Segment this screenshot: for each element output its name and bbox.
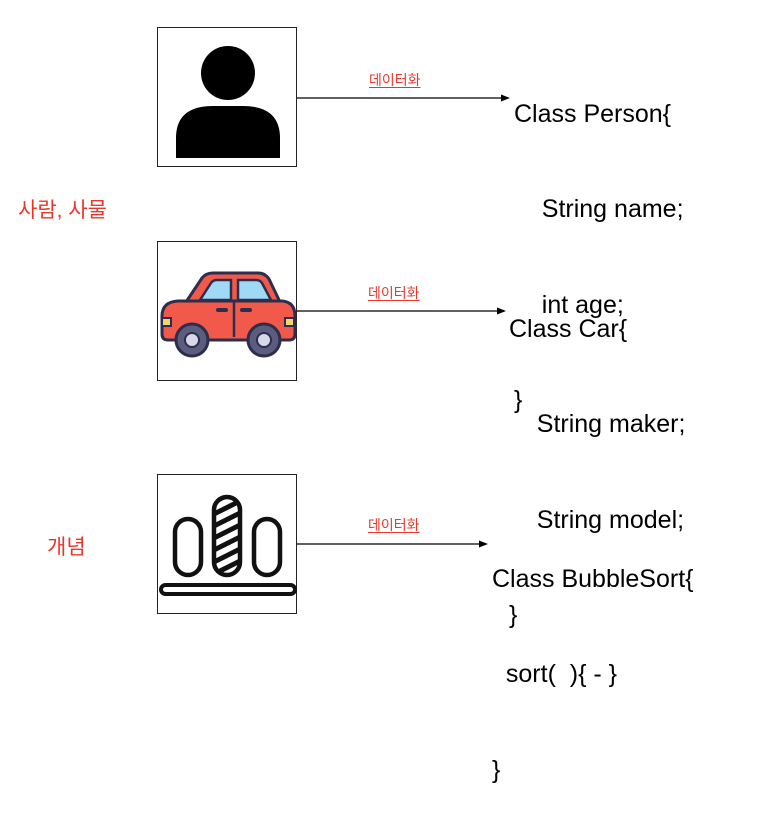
arrows-layer xyxy=(297,94,510,548)
person-icon xyxy=(176,46,280,158)
bar-sort-icon xyxy=(159,494,297,596)
code-bubblesort: Class BubbleSort{ sort( ){ - } } xyxy=(492,500,694,818)
code-line: String maker; xyxy=(509,410,686,438)
code-line: Class Car{ xyxy=(509,314,628,343)
arrow-3 xyxy=(297,540,488,548)
car-box xyxy=(157,241,297,381)
car-icon xyxy=(160,271,297,358)
code-line: } xyxy=(514,386,523,414)
arrow-label-2: 데이터화 xyxy=(368,285,420,301)
code-person: Class Person{ String name; int age; } xyxy=(514,35,684,449)
arrow-label-3: 데이터화 xyxy=(368,517,420,533)
code-line: String model; xyxy=(509,505,685,534)
code-line: Class BubbleSort{ xyxy=(492,564,694,593)
bar-sort-box xyxy=(157,474,297,614)
code-car: Class Car{ String maker; String model; } xyxy=(509,250,685,664)
arrow-1 xyxy=(297,94,510,102)
arrow-label-1: 데이터화 xyxy=(369,72,421,88)
code-line: } xyxy=(492,755,501,784)
code-line: Class Person{ xyxy=(514,99,672,128)
code-line: int age; xyxy=(514,290,624,319)
person-box xyxy=(157,27,297,167)
arrow-2 xyxy=(297,307,506,315)
concept-label: 개념 xyxy=(47,536,86,559)
code-line: sort( ){ - } xyxy=(492,660,618,688)
code-line: String name; xyxy=(514,195,684,223)
code-line: } xyxy=(509,601,518,629)
things-label: 사람, 사물 xyxy=(18,199,107,222)
